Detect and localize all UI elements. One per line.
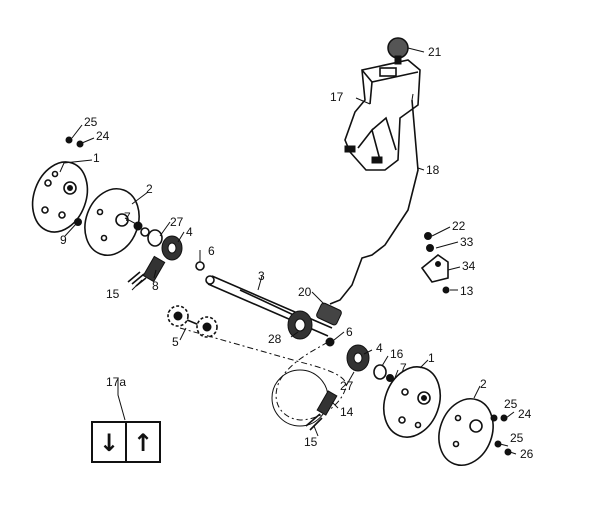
callout-4-top: 4 (186, 225, 193, 239)
sprocket-assembly (167, 305, 218, 338)
decal-17a: ↓ ↑ (91, 421, 161, 463)
callout-15-top: 15 (106, 287, 120, 301)
callout-20: 20 (298, 285, 312, 299)
callout-17: 17 (330, 90, 344, 104)
control-cable (329, 99, 419, 305)
callout-5: 5 (172, 335, 179, 349)
left-hub (31, 161, 89, 233)
callout-13: 13 (460, 284, 474, 298)
callout-24-bot: 24 (518, 407, 532, 421)
left-bearing-cluster (133, 221, 205, 271)
axle-shaft (205, 275, 333, 337)
right-bearing-cluster (325, 337, 403, 389)
leader-lines (59, 47, 517, 455)
right-disc (438, 398, 494, 466)
callout-6-top: 6 (208, 244, 215, 258)
spring-clip-lower (305, 390, 338, 431)
right-hub (382, 366, 442, 438)
callout-25-bot-b: 25 (510, 431, 524, 445)
callout-14: 14 (340, 405, 354, 419)
callout-2-top: 2 (146, 182, 153, 196)
worm-gear (287, 310, 313, 340)
callout-21: 21 (428, 45, 442, 59)
callout-25-bot-a: 25 (504, 397, 518, 411)
spring-clip-upper (127, 255, 166, 287)
callout-33: 33 (460, 235, 474, 249)
callout-7-bot: 7 (400, 361, 407, 375)
up-arrow-icon: ↑ (133, 429, 153, 457)
callout-22: 22 (452, 219, 466, 233)
callout-9: 9 (60, 233, 67, 247)
callout-28: 28 (268, 332, 282, 346)
bracket (420, 232, 450, 294)
callout-15-bot: 15 (304, 435, 318, 449)
callout-6-bot: 6 (346, 325, 353, 339)
callout-25-top: 25 (84, 115, 98, 129)
down-arrow-icon: ↓ (99, 429, 119, 457)
callout-27-bot: 27 (340, 379, 354, 393)
callout-26: 26 (520, 447, 534, 461)
callout-34: 34 (462, 259, 476, 273)
gear-block (316, 302, 342, 326)
callout-18: 18 (426, 163, 440, 177)
callout-1-bot: 1 (428, 351, 435, 365)
callout-labels: 25 24 1 2 9 7 27 4 6 3 15 8 5 28 20 6 4 … (60, 45, 534, 461)
callout-8: 8 (152, 279, 159, 293)
drive-chain (179, 327, 347, 421)
callout-16: 16 (390, 347, 404, 361)
callout-2-bot: 2 (480, 377, 487, 391)
left-disc (84, 188, 140, 256)
callout-7-top: 7 (124, 210, 131, 224)
callout-17a: 17a (106, 375, 126, 389)
callout-24-top: 24 (96, 129, 110, 143)
callout-4-bot: 4 (376, 341, 383, 355)
callout-27-top: 27 (170, 215, 184, 229)
callout-1-top: 1 (93, 151, 100, 165)
lever-housing (344, 59, 421, 171)
callout-3: 3 (258, 269, 265, 283)
